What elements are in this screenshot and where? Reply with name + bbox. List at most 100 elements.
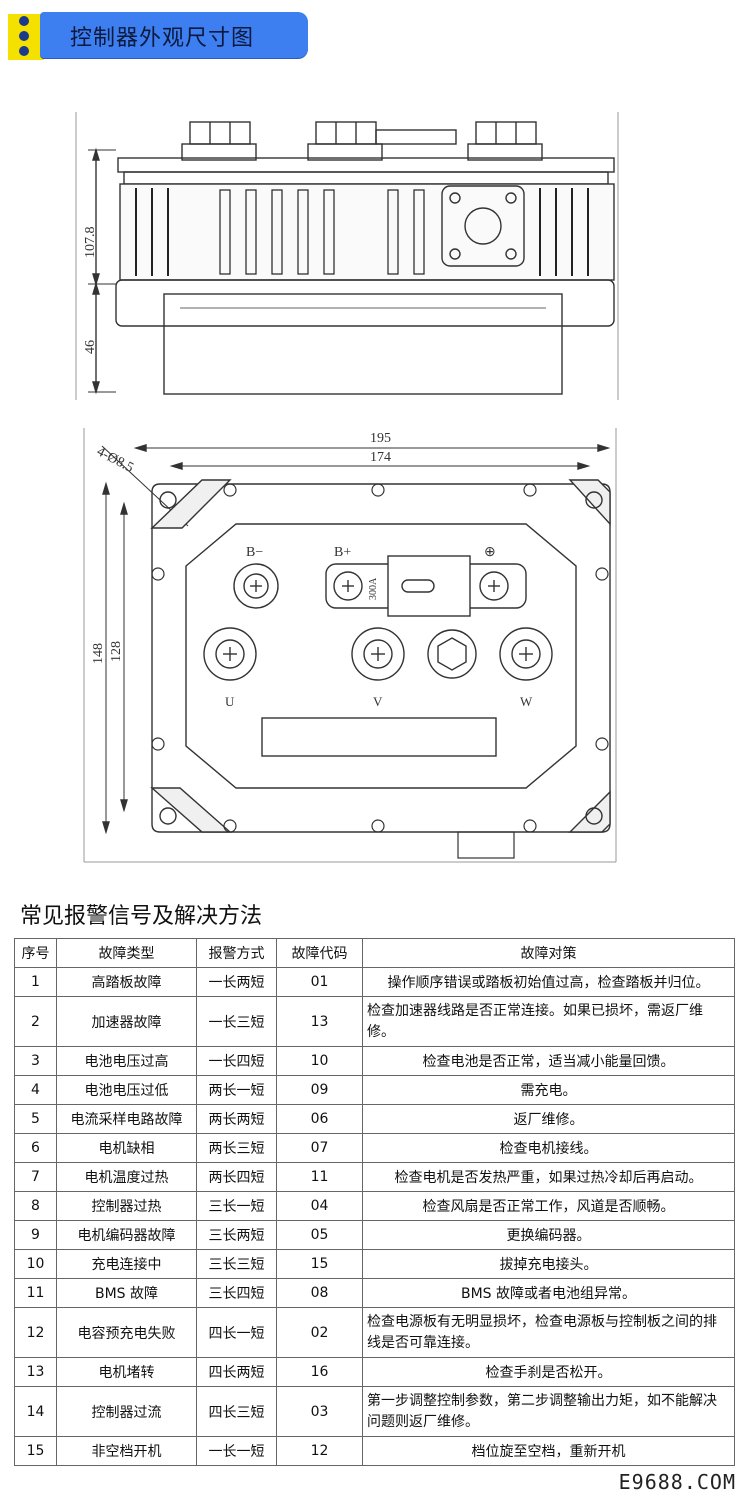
cell-solution: BMS 故障或者电池组异常。 <box>362 1278 735 1308</box>
cell-fault-type: 电池电压过低 <box>56 1075 197 1105</box>
cell-solution: 检查电源板有无明显损坏，检查电源板与控制板之间的排线是否可靠连接。 <box>362 1307 735 1358</box>
cell-fault-code: 08 <box>276 1278 363 1308</box>
terminal-plus-icon <box>479 571 509 601</box>
terminal-bminus-label: B− <box>246 545 263 560</box>
table-row: 5 电流采样电路故障 两长两短 06 返厂维修。 <box>14 1104 735 1134</box>
cell-solution: 检查手刹是否松开。 <box>362 1357 735 1387</box>
cell-no: 14 <box>14 1386 57 1437</box>
cell-alarm-mode: 一长两短 <box>196 967 277 997</box>
terminal-stud-left <box>181 121 257 161</box>
cell-fault-type: 电机堵转 <box>56 1357 197 1387</box>
cell-fault-type: BMS 故障 <box>56 1278 197 1308</box>
terminal-bplus-icon <box>333 571 363 601</box>
dim-lower-label: 46 <box>83 340 98 354</box>
terminal-w-icon <box>499 627 553 681</box>
col-header-fault-code: 故障代码 <box>276 938 363 968</box>
cell-no: 7 <box>14 1162 57 1192</box>
cell-alarm-mode: 四长三短 <box>196 1386 277 1437</box>
section-title: 常见报警信号及解决方法 <box>20 904 263 929</box>
cell-no: 13 <box>14 1357 57 1387</box>
cell-alarm-mode: 两长四短 <box>196 1162 277 1192</box>
cell-alarm-mode: 一长一短 <box>196 1436 277 1466</box>
label-window <box>261 717 497 757</box>
header-banner <box>40 12 308 58</box>
cell-solution: 检查电池是否正常，适当减小能量回馈。 <box>362 1046 735 1076</box>
cell-fault-type: 充电连接中 <box>56 1249 197 1279</box>
dim-height-label: 107.8 <box>83 227 98 259</box>
page-title: 控制器外观尺寸图 <box>70 26 255 51</box>
cell-solution: 第一步调整控制参数，第二步调整输出力矩，如不能解决问题则返厂维修。 <box>362 1386 735 1437</box>
cell-solution: 返厂维修。 <box>362 1104 735 1134</box>
cell-solution: 检查加速器线路是否正常连接。如果已损坏，需返厂维修。 <box>362 996 735 1047</box>
terminal-stud-right <box>467 121 543 161</box>
sensor-connector-hex-icon <box>427 629 477 679</box>
cell-fault-type: 高踏板故障 <box>56 967 197 997</box>
controller-side-view-drawing: 107.8 46 <box>75 112 619 400</box>
table-row: 12 电容预充电失败 四长一短 02 检查电源板有无明显损坏，检查电源板与控制板… <box>14 1307 735 1358</box>
terminal-u-label: U <box>225 694 235 709</box>
cell-solution: 拔掉充电接头。 <box>362 1249 735 1279</box>
cell-no: 12 <box>14 1307 57 1358</box>
cell-alarm-mode: 一长三短 <box>196 996 277 1047</box>
terminal-v-label: V <box>373 694 383 709</box>
watermark: E9688.COM <box>618 1470 736 1494</box>
cell-fault-type: 控制器过热 <box>56 1191 197 1221</box>
cell-no: 5 <box>14 1104 57 1134</box>
col-header-fault-type: 故障类型 <box>56 938 197 968</box>
terminal-plus-label: ⊕ <box>484 545 496 560</box>
dim-width-inner-label: 174 <box>370 450 391 465</box>
cell-fault-code: 12 <box>276 1436 363 1466</box>
col-header-alarm-mode: 报警方式 <box>196 938 277 968</box>
terminal-w-label: W <box>520 694 533 709</box>
cell-alarm-mode: 两长一短 <box>196 1075 277 1105</box>
connector-plate <box>441 185 525 267</box>
cell-fault-code: 04 <box>276 1191 363 1221</box>
table-row: 10 充电连接中 三长三短 15 拔掉充电接头。 <box>14 1249 735 1279</box>
cell-alarm-mode: 四长一短 <box>196 1307 277 1358</box>
cell-solution: 需充电。 <box>362 1075 735 1105</box>
cell-fault-type: 电流采样电路故障 <box>56 1104 197 1134</box>
dim-width-outer-label: 195 <box>370 431 391 446</box>
col-header-solution: 故障对策 <box>362 938 735 968</box>
fuse-rating-label: 300A <box>368 577 379 600</box>
cell-solution: 检查风扇是否正常工作，风道是否顺畅。 <box>362 1191 735 1221</box>
cell-no: 1 <box>14 967 57 997</box>
cell-alarm-mode: 三长两短 <box>196 1220 277 1250</box>
cell-fault-code: 13 <box>276 996 363 1047</box>
cell-fault-type: 电机缺相 <box>56 1133 197 1163</box>
cell-solution: 档位旋至空档，重新开机 <box>362 1436 735 1466</box>
col-header-no: 序号 <box>14 938 57 968</box>
cell-fault-type: 控制器过流 <box>56 1386 197 1437</box>
table-row: 11 BMS 故障 三长四短 08 BMS 故障或者电池组异常。 <box>14 1278 735 1308</box>
cell-solution: 操作顺序错误或踏板初始值过高，检查踏板并归位。 <box>362 967 735 997</box>
cell-fault-code: 09 <box>276 1075 363 1105</box>
cell-no: 4 <box>14 1075 57 1105</box>
cell-alarm-mode: 两长三短 <box>196 1133 277 1163</box>
mounting-hole-icon <box>159 491 603 825</box>
cell-fault-code: 06 <box>276 1104 363 1134</box>
cell-solution: 更换编码器。 <box>362 1220 735 1250</box>
table-header-row: 序号 故障类型 报警方式 故障代码 故障对策 <box>14 938 735 968</box>
cell-no: 8 <box>14 1191 57 1221</box>
cell-fault-code: 11 <box>276 1162 363 1192</box>
cell-fault-type: 加速器故障 <box>56 996 197 1047</box>
table-row: 6 电机缺相 两长三短 07 检查电机接线。 <box>14 1133 735 1163</box>
terminal-bplus-label: B+ <box>334 545 351 560</box>
cell-fault-code: 01 <box>276 967 363 997</box>
dim-hole-label: 4-Ø8.5 <box>94 444 136 476</box>
cell-fault-type: 电机温度过热 <box>56 1162 197 1192</box>
table-row: 15 非空档开机 一长一短 12 档位旋至空档，重新开机 <box>14 1436 735 1466</box>
table-row: 13 电机堵转 四长两短 16 检查手刹是否松开。 <box>14 1357 735 1387</box>
cell-no: 11 <box>14 1278 57 1308</box>
table-row: 14 控制器过流 四长三短 03 第一步调整控制参数，第二步调整输出力矩，如不能… <box>14 1386 735 1437</box>
cell-alarm-mode: 两长两短 <box>196 1104 277 1134</box>
table-row: 2 加速器故障 一长三短 13 检查加速器线路是否正常连接。如果已损坏，需返厂维… <box>14 996 735 1047</box>
bullet-dot-icon <box>19 16 29 26</box>
cell-no: 15 <box>14 1436 57 1466</box>
cell-no: 6 <box>14 1133 57 1163</box>
cell-fault-code: 16 <box>276 1357 363 1387</box>
table-row: 1 高踏板故障 一长两短 01 操作顺序错误或踏板初始值过高，检查踏板并归位。 <box>14 967 735 997</box>
terminal-u-icon <box>203 627 257 681</box>
bullet-dot-icon <box>19 31 29 41</box>
cell-alarm-mode: 一长四短 <box>196 1046 277 1076</box>
